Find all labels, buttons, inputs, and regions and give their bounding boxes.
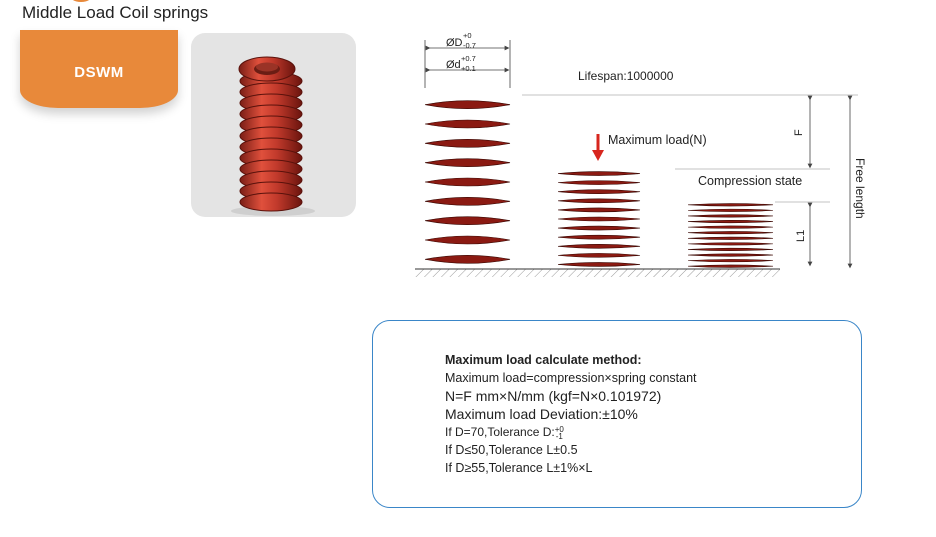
info-line-tol-d50: If D≤50,Tolerance L±0.5	[445, 443, 578, 457]
decorative-dot	[68, 0, 94, 2]
inner-tol-lower: +0.1	[461, 64, 476, 73]
product-code: DSWM	[74, 64, 124, 81]
compressed-spring	[687, 203, 774, 268]
outer-tol-lower: -0.7	[463, 41, 476, 50]
outer-diameter-label: ØD	[446, 37, 463, 49]
info-line-formula: Maximum load=compression×spring constant	[445, 371, 697, 385]
info-heading: Maximum load calculate method:	[445, 353, 642, 367]
compression-state-label: Compression state	[698, 174, 802, 188]
info-line-units: N=F mm×N/mm (kgf=N×0.101972)	[445, 388, 662, 404]
spring-photo	[191, 33, 356, 217]
info-tol-lower: -1	[555, 431, 563, 441]
l1-label: L1	[795, 230, 807, 242]
product-code-tab: DSWM	[20, 30, 178, 108]
inner-tol-upper: +0.7	[461, 54, 476, 63]
spring-diagram: ØD +0 -0.7 Ød +0.7 +0.1 Lifespan:1000000…	[410, 28, 880, 293]
free-spring	[424, 100, 511, 264]
lifespan-label: Lifespan:1000000	[578, 69, 674, 83]
outer-tol-upper: +0	[463, 31, 472, 40]
info-line-tol-d55: If D≥55,Tolerance L±1%×L	[445, 461, 593, 475]
loaded-spring	[557, 171, 641, 267]
free-length-label: Free length	[853, 158, 867, 219]
f-label: F	[793, 129, 805, 136]
inner-diameter-label: Ød	[446, 59, 461, 71]
info-tol-d70-prefix: If D=70,Tolerance D:	[445, 425, 555, 439]
info-line-deviation: Maximum load Deviation:±10%	[445, 406, 638, 422]
info-line-tol-d70: If D=70,Tolerance D:+0-1	[445, 423, 697, 441]
calculation-info-box: Maximum load calculate method: Maximum l…	[372, 320, 862, 508]
max-load-label: Maximum load(N)	[608, 133, 707, 147]
page-title: Middle Load Coil springs	[22, 3, 209, 22]
info-tol-upper: +0	[554, 424, 564, 434]
